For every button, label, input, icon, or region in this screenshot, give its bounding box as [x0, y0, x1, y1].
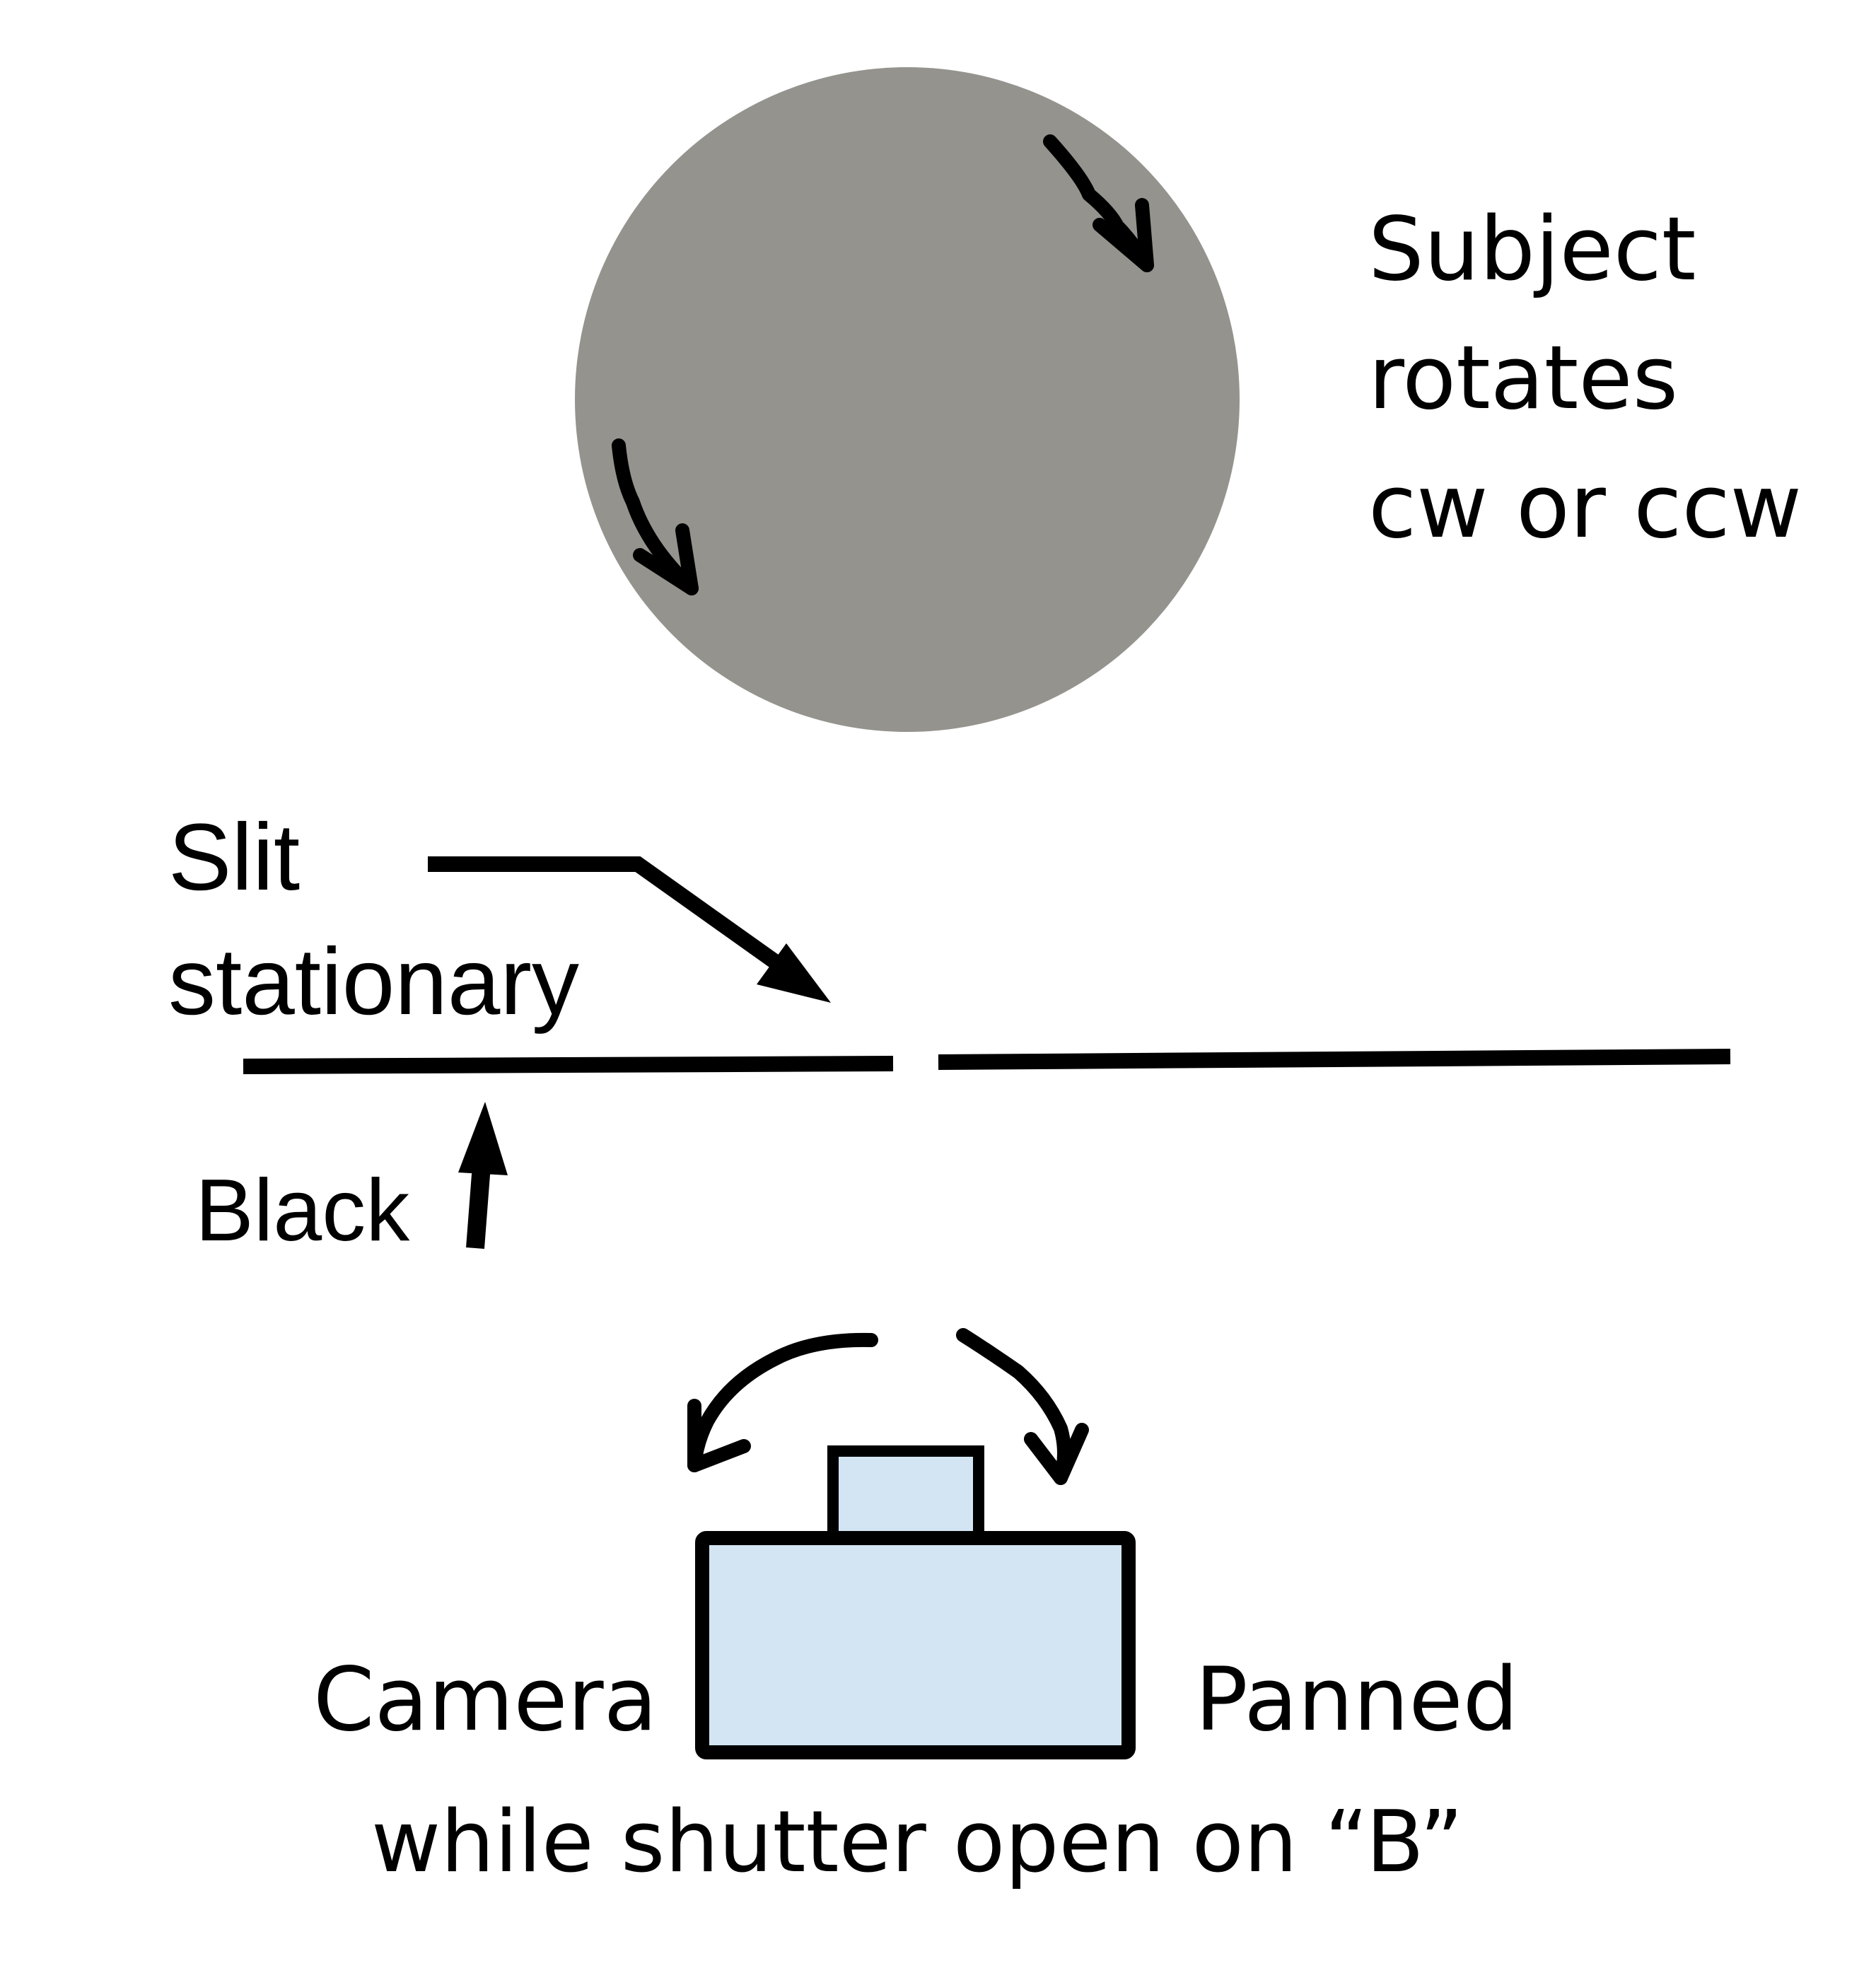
subject-label-line-3: cw or ccw	[1368, 456, 1802, 558]
slit-label: Slit stationary	[168, 796, 579, 1044]
slit-barrier-left	[243, 1056, 894, 1074]
subject-label-line-1: Subject	[1368, 199, 1696, 301]
camera-label: Camera	[313, 1649, 658, 1751]
camera-viewfinder	[827, 1445, 984, 1547]
slit-barrier-right	[938, 1049, 1731, 1070]
subject-label: Subject rotates cw or ccw	[1368, 185, 1802, 571]
camera-pan-arrow-left	[687, 1332, 878, 1472]
subject-rotation-arrow-top	[1043, 134, 1154, 272]
panned-label: Panned	[1195, 1649, 1519, 1751]
subject-disc	[575, 67, 1240, 732]
subject-label-line-2: rotates	[1368, 327, 1679, 429]
subject-rotation-arrow-left	[612, 438, 699, 595]
black-pointer-arrow	[458, 1102, 508, 1249]
camera-pan-arrow-right	[956, 1328, 1089, 1485]
slit-pointer-arrow	[428, 856, 831, 1003]
slit-label-line-1: Slit	[168, 805, 301, 910]
shutter-label: while shutter open on “B”	[371, 1793, 1464, 1892]
black-label: Black	[195, 1162, 410, 1259]
slit-label-line-2: stationary	[168, 929, 579, 1035]
camera-body	[695, 1531, 1136, 1759]
